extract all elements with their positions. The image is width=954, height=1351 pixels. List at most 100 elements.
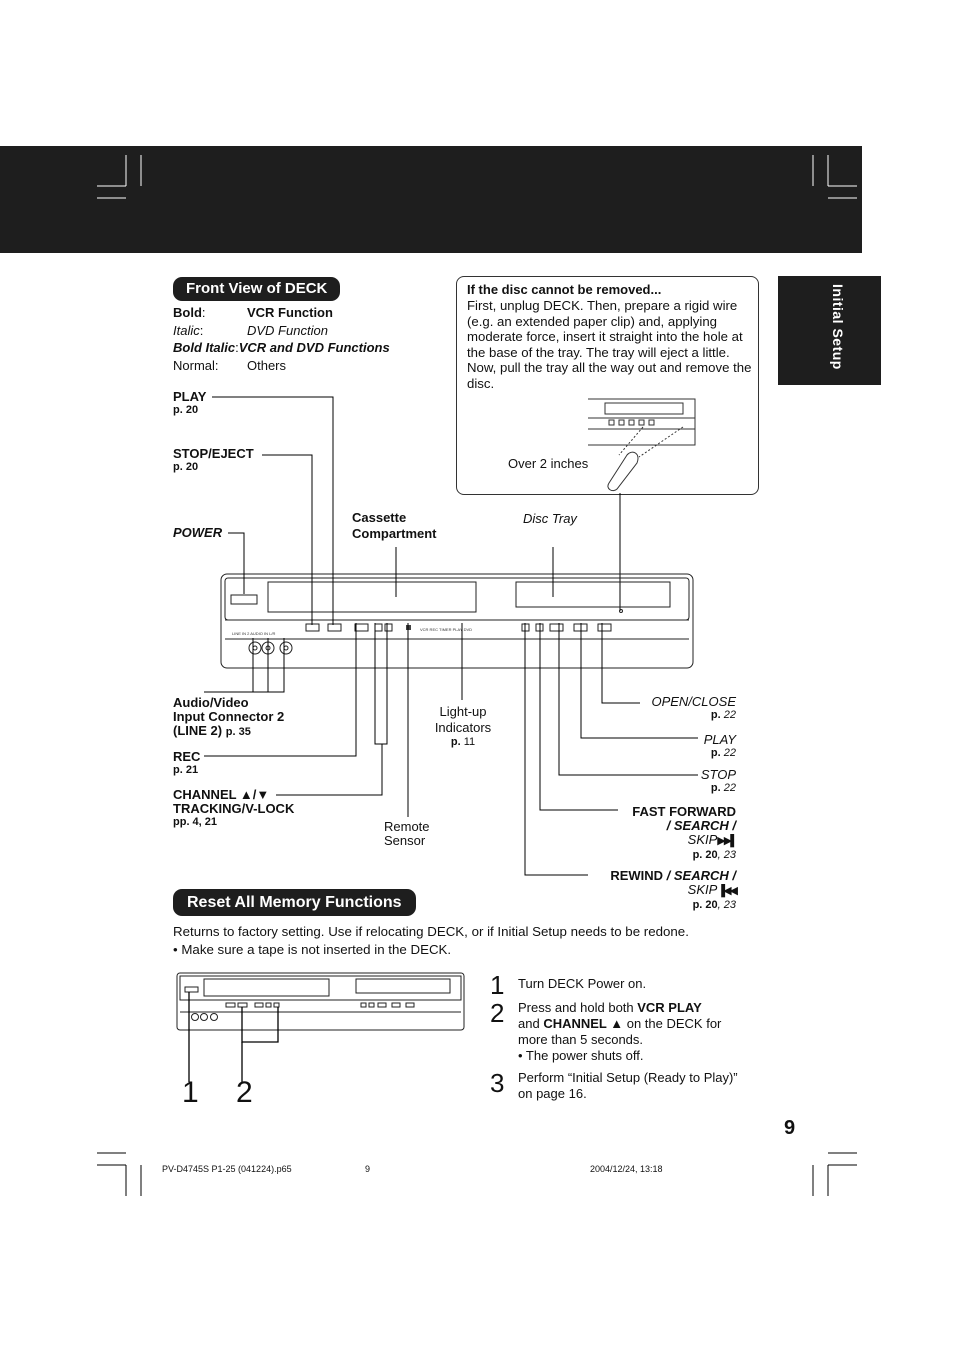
page-b: p. [710,782,721,794]
section-tab: Initial Setup [778,276,881,385]
step-2-number: 2 [490,998,505,1028]
label-open-close-page: p. 22 [711,709,736,721]
crop-marks-bottom [97,1152,857,1196]
label-light-line1: Light-up [439,704,487,719]
label-power: POWER [173,525,223,540]
step-3-text: Perform “Initial Setup (Ready to Play)” … [518,1070,778,1102]
skip-forward-icon: ▶▶▌ [717,835,738,847]
legend-sep: : [199,322,204,338]
label-dvd-play: PLAY [703,732,736,747]
label-ff-line3: SKIP [687,832,718,847]
page-n: 22 [723,709,736,721]
step-1-text: Turn DECK Power on. [518,976,647,991]
label-channel-line1: CHANNEL ▲/▼ [173,787,270,802]
legend: Bold:VCR Function Italic:DVD Function Bo… [173,304,433,374]
callout-lines [204,396,698,876]
label-cassette: Cassette Compartment [352,511,437,541]
label-av-line1: Audio/Video [173,695,249,710]
step-3-number: 3 [490,1068,505,1098]
legend-key-bold: Bold [173,305,202,320]
reset-title: Reset All Memory Functions [173,889,416,916]
step-2-text: Press and hold both VCR PLAY and CHANNEL… [518,1000,758,1064]
note-pointer-line [619,493,621,611]
label-fast-forward: FAST FORWARD / SEARCH / SKIP▶▶▌ p. 20, 2… [632,804,738,862]
page-b: p. 20 [692,849,718,861]
front-view-title: Front View of DECK [173,277,341,301]
label-rec: REC [173,749,201,764]
reset-intro: Returns to factory setting. Use if reloc… [173,924,689,939]
disc-note-title: If the disc cannot be removed... [467,282,662,297]
label-light-page-n: 11 [463,736,476,748]
label-dvd-play-page: p. 22 [711,747,736,759]
callout-1: 1 [182,1076,199,1109]
header-banner [0,146,862,253]
skip-back-icon: ▐◀◀ [717,885,738,897]
page-b: p. [710,747,721,759]
legend-sep: : [214,357,219,373]
label-channel-line2: TRACKING/V-LOCK [173,801,295,816]
page-n: 22 [723,782,736,794]
footer-page: 9 [365,1164,371,1174]
label-open-close: OPEN/CLOSE [651,694,736,709]
label-light-line2: Indicators [434,720,492,735]
label-cassette-line1: Cassette [352,510,407,525]
label-dvd-stop-page: p. 22 [711,782,736,794]
label-rew-line1a: REWIND [610,868,664,883]
step-2-g: • The power shuts off. [518,1048,644,1063]
step-2-d: CHANNEL ▲ [543,1016,624,1031]
label-play-page: p. 20 [173,404,199,416]
deck-reset-illustration [176,972,465,1082]
legend-value-bold: VCR Function [247,305,333,320]
legend-sep: : [235,340,239,355]
page-n: 22 [723,747,736,759]
label-rew-line2: SKIP [687,882,718,897]
label-ff-line1: FAST FORWARD [632,804,736,819]
label-av-line3: (LINE 2) [173,723,223,738]
page-n: , 23 [717,899,736,911]
label-dvd-stop: STOP [700,767,736,782]
svg-text:VCR REC TIMER PLAY DVD: VCR REC TIMER PLAY DVD [420,627,472,632]
label-light-up: Light-up Indicators p. 11 [428,705,498,749]
label-av-line2: Input Connector 2 [173,709,285,724]
tray-wire-illustration [588,398,696,492]
label-stop-eject: STOP/EJECT [173,446,254,461]
label-av-input: Audio/Video Input Connector 2 (LINE 2) p… [173,696,284,739]
step-3-line1: Perform “Initial Setup (Ready to Play)” [518,1070,738,1085]
step-3-line2: on page 16. [518,1086,587,1101]
reset-warning: • Make sure a tape is not inserted in th… [173,942,452,957]
crop-marks-banner [97,155,857,199]
label-cassette-line2: Compartment [352,526,437,541]
label-stop-eject-page: p. 20 [173,461,199,473]
step-2-c: and [518,1016,544,1031]
label-channel-page: pp. 4, 21 [173,816,218,828]
label-remote-line1: Remote [384,819,430,834]
legend-value-italic: DVD Function [247,322,328,338]
legend-key-normal: Normal [173,357,215,373]
disc-note-body: First, unplug DECK. Then, prepare a rigi… [467,298,752,391]
label-rewind: REWIND / SEARCH / SKIP▐◀◀ p. 20, 23 [610,868,738,912]
label-av-page: p. 35 [225,726,251,738]
footer-date: 2004/12/24, 13:18 [590,1164,663,1174]
step-2-a: Press and hold both [518,1000,638,1015]
disc-removal-note: If the disc cannot be removed... First, … [456,276,759,495]
legend-value-normal: Others [247,357,287,373]
label-remote-line2: Sensor [384,833,426,848]
legend-sep: : [201,305,206,320]
label-rew-line1b: / SEARCH / [663,868,736,883]
step-2-e: on the DECK for [623,1016,722,1031]
step-1-number: 1 [490,970,505,1000]
callout-2: 2 [236,1076,253,1109]
section-tab-label: Initial Setup [830,284,846,370]
label-light-page-b: p. [450,736,461,748]
distance-label: Over 2 inches [508,456,589,471]
label-channel: CHANNEL ▲/▼ TRACKING/V-LOCK [173,788,294,816]
footer-file: PV-D4745S P1-25 (041224).p65 [162,1164,292,1174]
legend-key-bold-italic: Bold Italic [173,340,236,355]
page-number: 9 [784,1117,796,1139]
page-b: p. [710,709,721,721]
label-disc-tray: Disc Tray [523,511,577,526]
label-rec-page: p. 21 [173,764,199,776]
label-play: PLAY [173,389,207,404]
step-2-f: more than 5 seconds. [518,1032,644,1047]
label-ff-line2: / SEARCH / [666,818,736,833]
